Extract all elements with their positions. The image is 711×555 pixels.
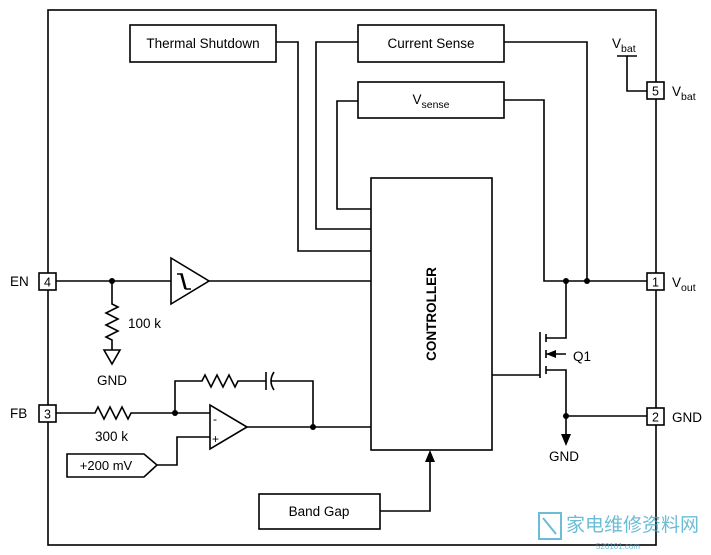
gnd-arrow-icon [561,434,571,446]
gnd-q1-label: GND [549,449,579,464]
watermark-url: 520101.com [596,542,640,551]
pin-1-label: Vout [672,275,696,294]
current-sense-label: Current Sense [387,36,474,51]
pin-4-number: 4 [44,276,51,290]
q1-transistor: Q1 [492,281,591,416]
fb-resistor-label: 300 k [95,429,128,444]
pin-5-vbat: 5 Vbat [646,81,696,103]
junction-dot [310,424,316,430]
band-gap-label: Band Gap [289,504,350,519]
junction-dot [584,278,590,284]
vsense-right-wire [504,99,647,282]
vbat-supply: Vbat [612,36,647,92]
schmitt-buffer [170,256,211,306]
current-sense-block: Current Sense [357,24,505,63]
vbat-supply-label: Vbat [612,36,636,55]
controller-block: CONTROLLER [370,177,493,451]
ref-voltage-label: +200 mV [80,458,133,473]
gnd-symbol-icon [102,349,122,366]
fb-resistor: 300 k [56,405,210,444]
pin-2-number: 2 [652,411,659,425]
band-gap-to-controller-wire [380,460,431,512]
current-sense-right-wire [504,41,588,281]
q1-label: Q1 [573,349,591,364]
pin-1-vout: 1 Vout [646,272,696,294]
controller-label: CONTROLLER [424,267,439,361]
pin-2-gnd: 2 GND [646,407,702,426]
band-gap-block: Band Gap [258,493,381,530]
pin-4-en: 4 EN [10,272,57,291]
watermark: 家电维修资料网 520101.com [538,512,699,551]
vsense-block: Vsense [357,81,505,119]
reference-voltage: +200 mV [66,436,210,478]
pin-3-fb: 3 FB [10,404,57,423]
pin-2-label: GND [672,410,702,425]
pulldown-resistor: 100 k [104,281,161,350]
thermal-wire [276,41,371,252]
pin-1-number: 1 [652,276,659,290]
gnd-en-label: GND [97,373,127,388]
thermal-shutdown-label: Thermal Shutdown [146,36,259,51]
pin-4-label: EN [10,274,29,289]
opamp-plus-label: + [212,432,219,446]
pulldown-resistor-label: 100 k [128,316,161,331]
watermark-text: 家电维修资料网 [566,514,699,536]
pin-3-number: 3 [44,408,51,422]
pin-5-number: 5 [652,85,659,99]
error-amplifier: - + [209,403,249,451]
pin-3-label: FB [10,406,27,421]
vsense-left-wire [336,100,371,210]
current-sense-left-wire [315,41,371,230]
pin-5-label: Vbat [672,84,696,103]
watermark-logo-icon [538,512,562,540]
rc-feedback [174,371,314,427]
opamp-minus-label: - [213,412,217,426]
band-gap-arrow [425,450,435,462]
vsense-label: Vsense [412,92,449,111]
thermal-shutdown-block: Thermal Shutdown [129,24,277,63]
